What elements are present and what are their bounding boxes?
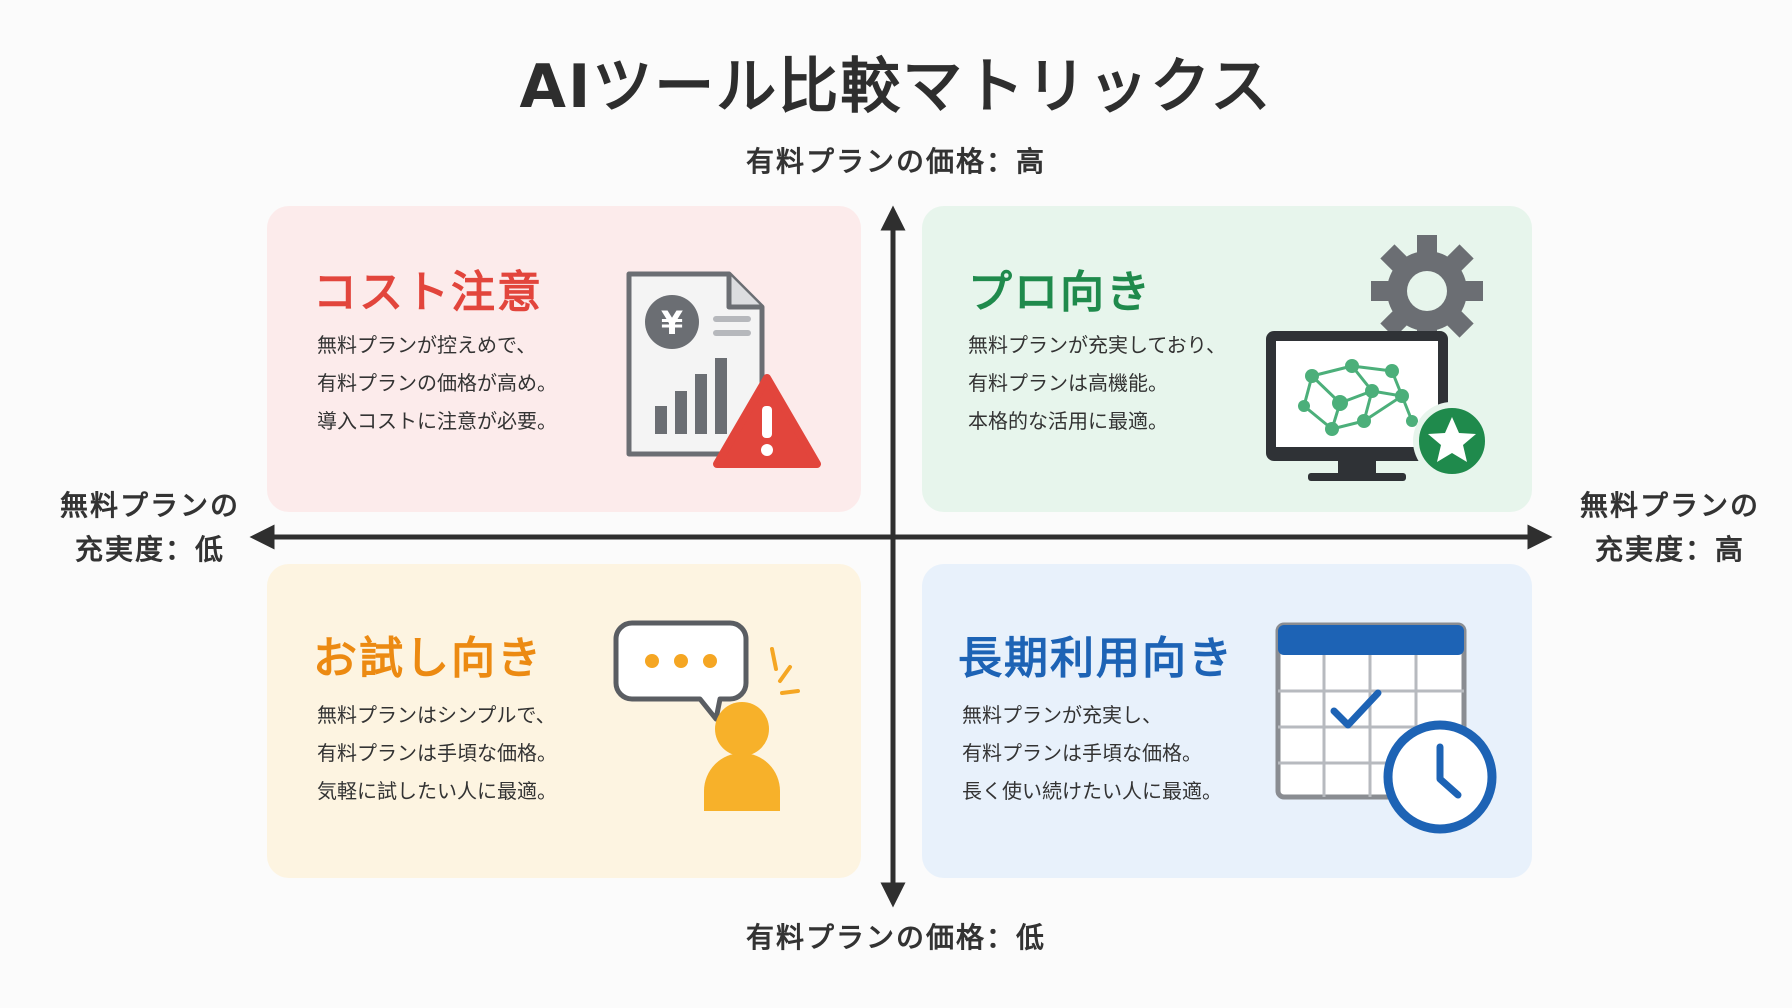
description-line: 導入コストに注意が必要。 bbox=[317, 409, 557, 433]
calendar-clock-icon bbox=[1275, 622, 1497, 834]
monitor-gear-star-icon bbox=[1266, 235, 1491, 481]
axis-label-top: 有料プランの価格：高 bbox=[745, 145, 1046, 178]
axis-label-left-line1: 無料プランの bbox=[59, 489, 240, 522]
axis-label-left: 無料プランの 充実度：低 bbox=[30, 484, 270, 572]
quadrant-for-trial: お試し向き 無料プランはシンプルで、 有料プランは手頃な価格。 気軽に試したい人… bbox=[267, 564, 861, 878]
person-speech-bubble-icon bbox=[613, 620, 800, 811]
description-line: 無料プランが控えめで、 bbox=[317, 333, 537, 357]
description-line: 無料プランが充実し、 bbox=[962, 703, 1162, 727]
quadrant-title: コスト注意 bbox=[313, 267, 543, 318]
quadrant-description: 無料プランが控えめで、 有料プランの価格が高め。 導入コストに注意が必要。 bbox=[317, 326, 557, 440]
page-title: AIツール比較マトリックス bbox=[519, 52, 1273, 122]
quadrant-title: 長期利用向き bbox=[958, 633, 1234, 684]
description-line: 有料プランは高機能。 bbox=[968, 371, 1168, 395]
quadrant-title: お試し向き bbox=[313, 633, 543, 684]
quadrant-cost-caution: コスト注意 無料プランが控えめで、 有料プランの価格が高め。 導入コストに注意が… bbox=[267, 206, 861, 512]
quadrant-long-term-use: 長期利用向き 無料プランが充実し、 有料プランは手頃な価格。 長く使い続けたい人… bbox=[922, 564, 1532, 878]
axis-label-left-line2: 充実度：低 bbox=[74, 533, 225, 566]
description-line: 無料プランはシンプルで、 bbox=[317, 703, 556, 727]
description-line: 本格的な活用に最適。 bbox=[968, 409, 1168, 433]
yen-document-warning-icon: ¥ bbox=[626, 271, 821, 468]
axis-label-right: 無料プランの 充実度：高 bbox=[1550, 484, 1790, 572]
quadrant-for-pros: プロ向き 無料プランが充実しており、 有料プランは高機能。 本格的な活用に最適。 bbox=[922, 206, 1532, 512]
axis-label-bottom: 有料プランの価格：低 bbox=[745, 921, 1046, 954]
axis-label-right-line2: 充実度：高 bbox=[1594, 533, 1745, 566]
quadrant-description: 無料プランが充実しており、 有料プランは高機能。 本格的な活用に最適。 bbox=[968, 326, 1226, 440]
description-line: 気軽に試したい人に最適。 bbox=[317, 779, 557, 803]
quadrant-description: 無料プランはシンプルで、 有料プランは手頃な価格。 気軽に試したい人に最適。 bbox=[317, 696, 557, 810]
description-line: 無料プランが充実しており、 bbox=[968, 333, 1226, 357]
description-line: 有料プランの価格が高め。 bbox=[317, 371, 557, 395]
description-line: 長く使い続けたい人に最適。 bbox=[962, 779, 1222, 803]
quadrant-title: プロ向き bbox=[968, 267, 1152, 318]
svg-text:¥: ¥ bbox=[661, 304, 683, 342]
axis-label-right-line1: 無料プランの bbox=[1579, 489, 1760, 522]
description-line: 有料プランは手頃な価格。 bbox=[962, 741, 1202, 765]
quadrant-description: 無料プランが充実し、 有料プランは手頃な価格。 長く使い続けたい人に最適。 bbox=[962, 696, 1222, 810]
description-line: 有料プランは手頃な価格。 bbox=[317, 741, 557, 765]
